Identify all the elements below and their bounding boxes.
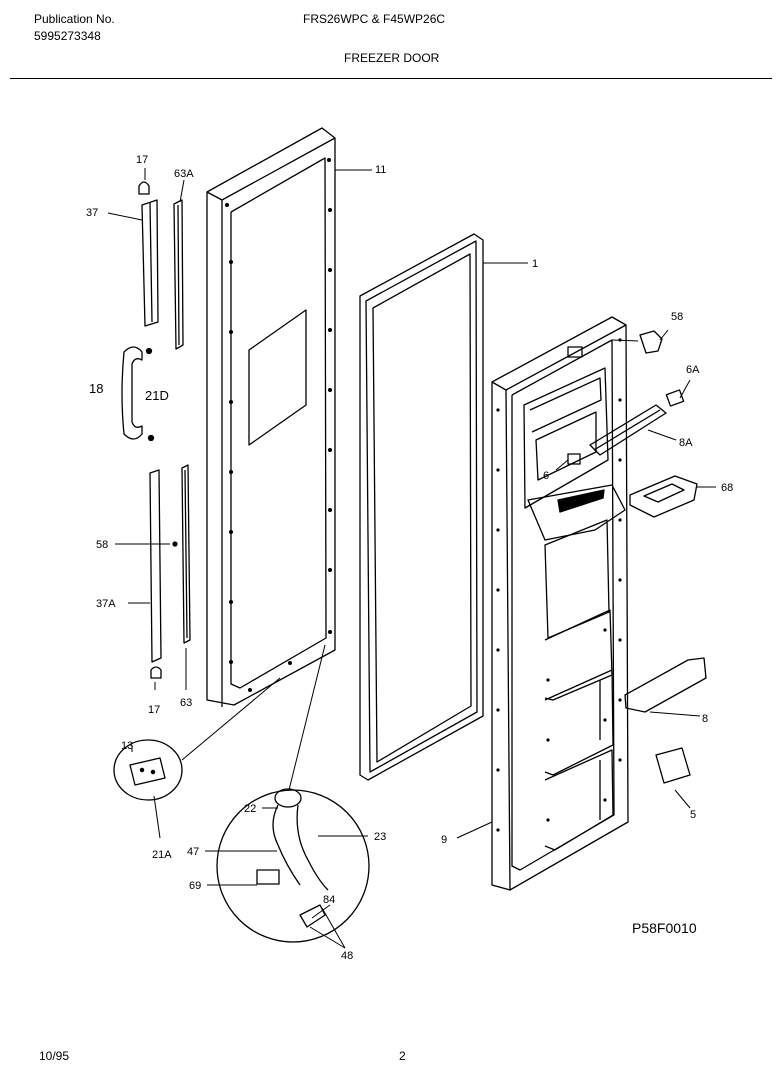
callout-6a: 6A (686, 364, 700, 376)
callout-17-bottom: 17 (148, 704, 160, 716)
page-number: 2 (399, 1049, 406, 1063)
publication-label: Publication No. (34, 12, 115, 26)
callout-37a: 37A (96, 598, 116, 610)
callout-8: 8 (702, 713, 708, 725)
callout-1: 1 (532, 258, 538, 270)
model-numbers: FRS26WPC & F45WP26C (303, 12, 446, 26)
callout-84: 84 (323, 894, 335, 906)
callout-9: 9 (441, 834, 447, 846)
callout-21d: 21D (145, 388, 169, 403)
wiring-detail (216, 788, 370, 943)
callout-48: 48 (341, 950, 353, 962)
callout-23: 23 (374, 831, 386, 843)
publication-date: 10/95 (39, 1049, 70, 1063)
callout-13: 13 (121, 740, 133, 752)
callout-17-top: 17 (136, 154, 148, 166)
publication-number: 5995273348 (34, 29, 101, 43)
callout-47: 47 (187, 846, 199, 858)
door-handle (121, 346, 155, 442)
callout-69: 69 (189, 880, 201, 892)
callout-6: 6 (543, 470, 549, 482)
outer-door-panel (206, 127, 336, 707)
callout-37: 37 (86, 207, 98, 219)
lower-trim-strips (149, 464, 191, 679)
callout-18: 18 (89, 381, 103, 396)
header-rule (10, 78, 772, 79)
inner-door-liner (491, 316, 629, 891)
drawing-code: P58F0010 (632, 920, 697, 936)
callout-11: 11 (375, 164, 386, 176)
callout-8a: 8A (679, 437, 693, 449)
callout-58-right: 58 (671, 311, 683, 323)
callout-63a: 63A (174, 168, 194, 180)
callout-58-left: 58 (96, 539, 108, 551)
upper-trim-strips (138, 181, 184, 350)
callout-21a: 21A (152, 849, 172, 861)
callout-63: 63 (180, 697, 192, 709)
callout-5: 5 (690, 809, 696, 821)
door-gasket (359, 233, 484, 781)
right-side-parts (567, 330, 707, 784)
callout-68: 68 (721, 482, 733, 494)
hinge-detail (113, 739, 183, 801)
section-title: FREEZER DOOR (344, 51, 440, 65)
callout-22: 22 (244, 803, 256, 815)
